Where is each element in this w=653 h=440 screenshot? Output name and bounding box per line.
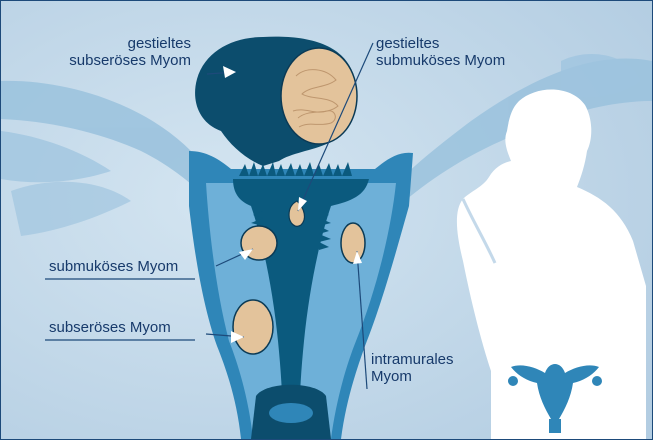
label-pedunculated-submucous-line1: gestieltes: [376, 35, 505, 52]
label-intramural-line2: Myom: [371, 368, 454, 385]
label-pedunculated-submucous-line2: submuköses Myom: [376, 52, 505, 69]
label-pedunculated-subserous: gestieltes subseröses Myom: [41, 35, 191, 69]
label-intramural: intramurales Myom: [371, 351, 454, 385]
label-pedunculated-submucous: gestieltes submuköses Myom: [376, 35, 505, 69]
label-subserous: subseröses Myom: [49, 319, 171, 336]
intramural-myoma: [341, 223, 365, 263]
label-pedunculated-subserous-line1: gestieltes: [41, 35, 191, 52]
myoma-tan-top: [281, 48, 357, 144]
label-pedunculated-subserous-line2: subseröses Myom: [41, 52, 191, 69]
label-intramural-line1: intramurales: [371, 351, 454, 368]
label-submucous: submuköses Myom: [49, 258, 178, 275]
subserous-myoma: [233, 300, 273, 354]
